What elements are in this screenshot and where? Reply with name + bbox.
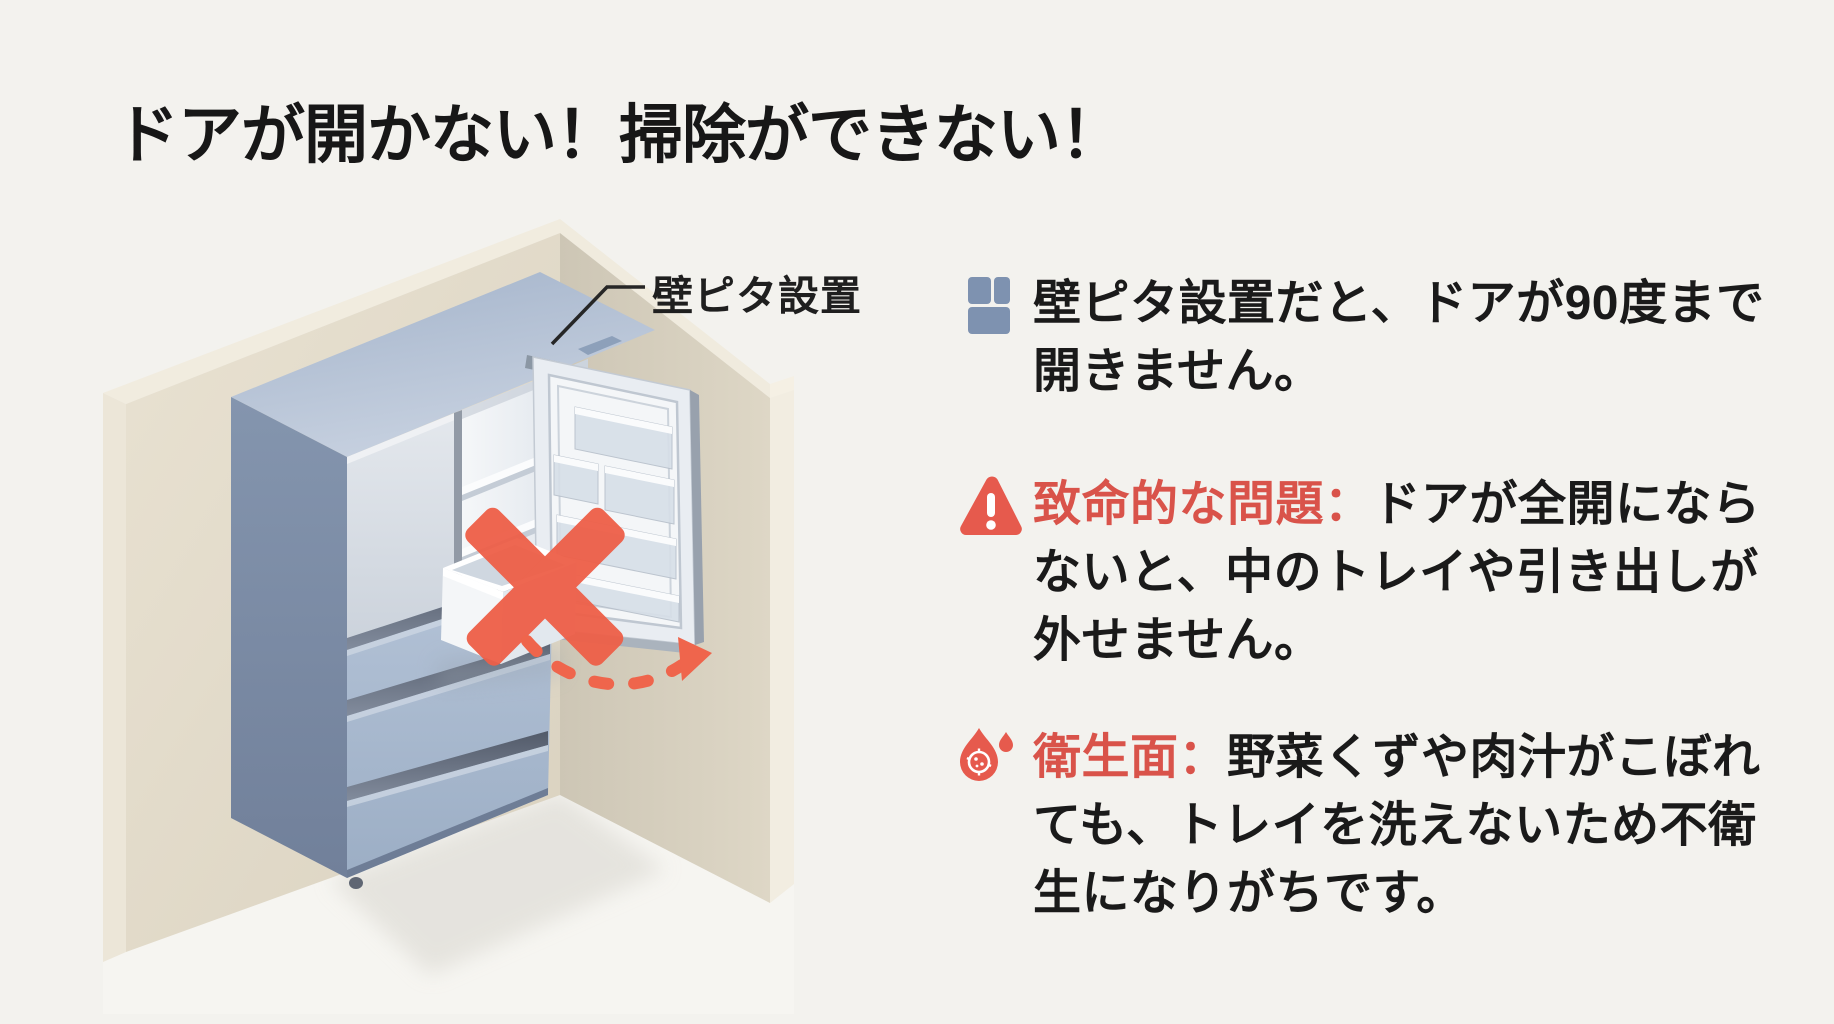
right-wall-top-edge xyxy=(560,219,770,398)
right-wall-top-corner xyxy=(770,376,794,398)
fridge-hinge-tab xyxy=(578,336,622,355)
floor xyxy=(103,792,794,1014)
fridge-foot xyxy=(349,877,363,889)
left-door-edge xyxy=(454,410,462,604)
fridge-top-face xyxy=(231,272,655,457)
arrowhead xyxy=(678,637,712,681)
left-wall-outer-edge xyxy=(103,393,126,962)
bullet-text: 壁ピタ設置だと、ドアが90度まで 開きません。 xyxy=(1033,277,1765,398)
label-leader-line xyxy=(550,285,645,346)
germ-drop-icon xyxy=(960,724,1016,793)
door-swing-arrow xyxy=(521,635,712,691)
drawer-groove xyxy=(347,731,548,801)
right-wall-outer-edge xyxy=(770,390,794,903)
fridge-icon xyxy=(968,277,1012,342)
warning-icon xyxy=(957,474,1025,541)
fridge-left-side xyxy=(231,397,347,878)
fridge-floor-shadow xyxy=(330,792,665,975)
bullet-text: 致命的な問題：ドアが全開になら ないと、中のトレイや引き出しが 外せません。 xyxy=(1033,478,1761,667)
left-wall-top-edge xyxy=(103,219,560,404)
bullet-text: 衛生面：野菜くずや肉汁がこぼれ ても、トレイを洗えないため不衛 生になりがちです… xyxy=(1033,731,1761,920)
page-title: ドアが開かない！掃除ができない！ xyxy=(115,99,1124,171)
wall-flush-label: 壁ピタ設置 xyxy=(652,273,862,319)
door-right-edge xyxy=(690,390,704,645)
fridge-left-door xyxy=(347,410,462,638)
x-mark xyxy=(465,507,625,666)
